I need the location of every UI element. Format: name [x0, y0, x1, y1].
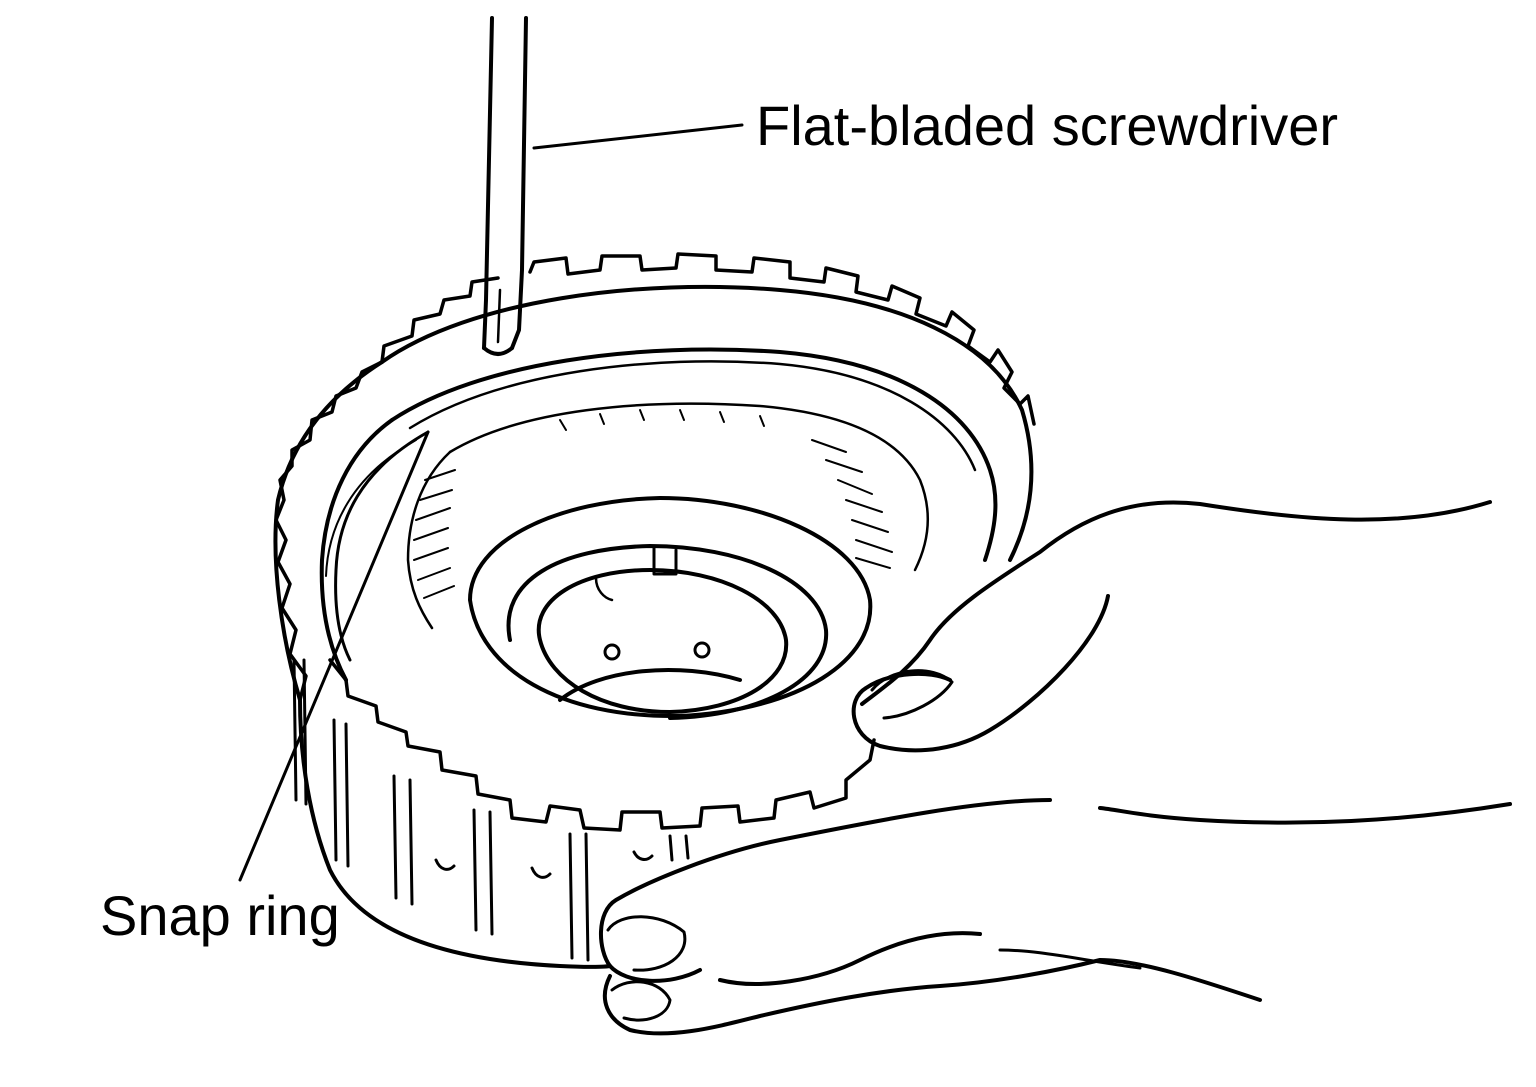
hub-bore-outer [506, 544, 829, 720]
drum-wall-slots [292, 658, 690, 962]
finger-lower [602, 958, 1262, 1036]
finger-middle [718, 931, 982, 986]
thumb [851, 594, 1110, 753]
drum-inner-lip [390, 347, 998, 562]
label-flat-bladed-screwdriver: Flat-bladed screwdriver [756, 94, 1338, 157]
hand-lower [1098, 802, 1512, 825]
screwdriver-leader-line [532, 123, 744, 150]
inner-hub-rim [468, 496, 873, 719]
label-snap-ring: Snap ring [100, 884, 340, 947]
screwdriver [482, 16, 528, 356]
hub-bore-inner [536, 568, 789, 714]
plate-hatching [413, 409, 893, 599]
finger-index [599, 798, 1052, 983]
clutch-drum [273, 252, 1036, 969]
drum-front-rim [328, 658, 876, 832]
drum-outer-top-rim [380, 284, 1034, 562]
drum-splines-top [380, 252, 1036, 426]
hand [599, 500, 1512, 1036]
drum-splines-left [274, 360, 384, 702]
snap-ring [334, 430, 430, 662]
hand-upper [860, 500, 1492, 706]
clutch-plates [448, 402, 929, 572]
